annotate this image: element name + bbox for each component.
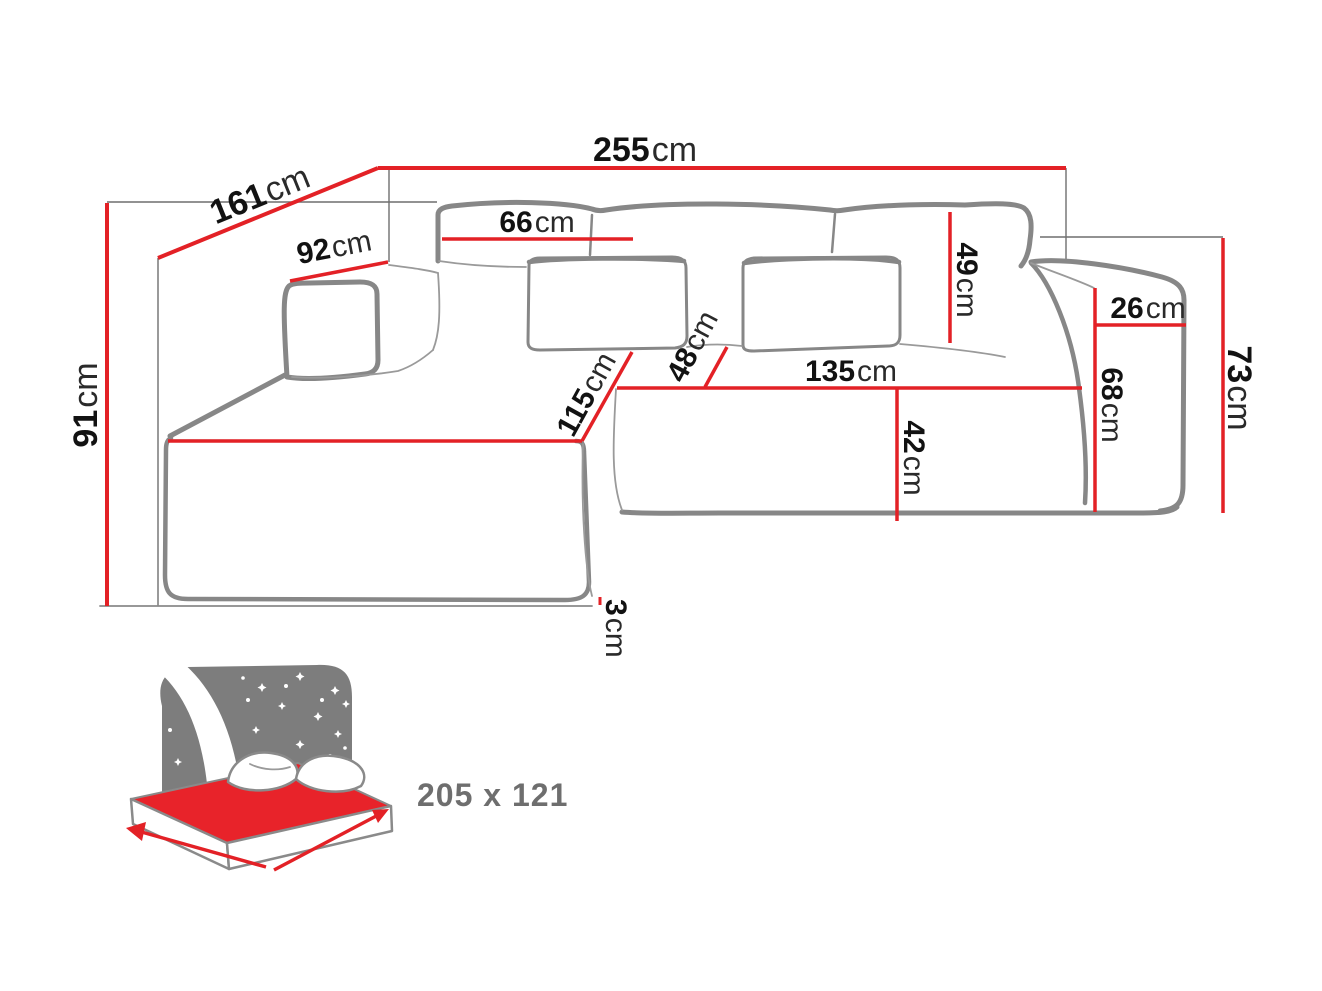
label-back-cushion-width: 66cm <box>499 206 574 239</box>
label-backrest-height: 49cm <box>950 242 983 317</box>
dimension-labels: 255cm 161cm 91cm 66cm 49cm 92cm 115cm 48… <box>67 131 1258 658</box>
label-total-width: 255cm <box>593 131 697 169</box>
label-side-height: 73cm <box>1220 345 1258 430</box>
dim-line-left-armrest-top <box>289 260 389 283</box>
size-arrows <box>126 809 389 872</box>
throw-pillow-left <box>526 255 689 352</box>
pillow-right <box>294 754 366 793</box>
sleeping-function-icon <box>126 661 394 872</box>
chaise-outline <box>162 435 592 603</box>
backrest-outline <box>435 199 1034 269</box>
arrow-depth-head <box>372 809 389 823</box>
arrow-width-line <box>137 829 267 869</box>
label-right-armrest-width: 26cm <box>1110 292 1185 325</box>
right-armrest-inner-edge <box>1030 262 1095 289</box>
helper-lines <box>99 168 1223 607</box>
seam-seat-front-left <box>612 388 623 511</box>
arrow-width-head <box>126 822 146 841</box>
dim-line-diagonal-depth <box>157 166 379 260</box>
seam-backrest-bottom <box>438 260 527 268</box>
dimension-lines <box>105 166 1225 606</box>
label-seat-front-height: 42cm <box>897 420 930 495</box>
throw-pillow-right <box>741 255 902 353</box>
label-right-armrest-height: 68cm <box>1095 367 1128 442</box>
pillow-left <box>226 751 299 792</box>
pillow-fold <box>249 763 291 771</box>
label-total-height: 91cm <box>67 362 105 447</box>
arrow-depth-line <box>273 812 381 872</box>
label-seat-depth: 48cm <box>660 306 725 388</box>
chaise-back-edge <box>167 372 288 439</box>
right-armrest <box>1028 258 1187 514</box>
mattress-front-right-face <box>225 804 394 871</box>
seam-right-of-pillows <box>899 343 1006 358</box>
label-diagonal-depth: 161cm <box>205 158 316 232</box>
seat-right-curve <box>1028 260 1088 506</box>
seam-corner-vertical <box>432 272 441 351</box>
label-left-armrest-top: 92cm <box>294 224 374 271</box>
dim-line-seat-depth <box>703 346 729 388</box>
seam-between-pillows <box>686 343 743 348</box>
sleeping-area-size: 205 x 121 <box>417 777 568 813</box>
label-leg-height: 3cm <box>599 599 632 658</box>
dim-line-chaise-length <box>580 351 634 442</box>
throw-pillow-right-top <box>741 256 902 266</box>
seam-chaise-front-right <box>581 443 593 597</box>
seam-behind-left-armrest <box>388 264 439 274</box>
label-seat-width: 135cm <box>805 355 897 388</box>
left-armrest <box>281 279 381 381</box>
back-cushion-seam-right <box>830 212 837 254</box>
seam-chaise-surface <box>291 349 434 379</box>
back-cushion-seam-left <box>588 213 594 257</box>
label-chaise-length: 115cm <box>550 347 623 442</box>
moon-swoosh <box>156 661 242 807</box>
throw-pillow-left-top <box>526 256 687 265</box>
